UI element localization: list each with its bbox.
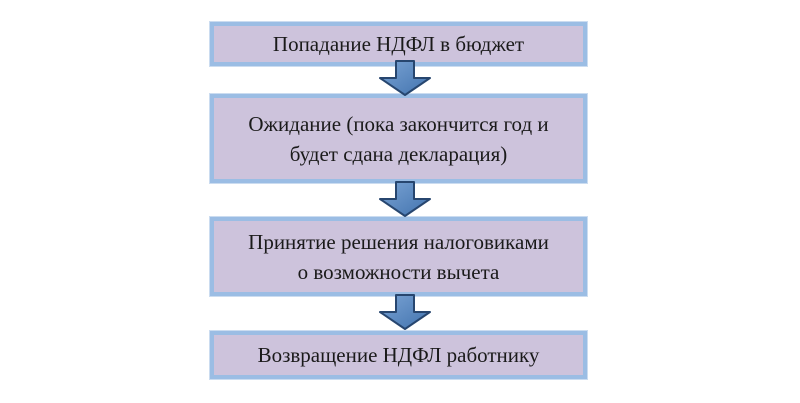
connector-3 (210, 294, 587, 331)
step-box-3: Принятие решения налоговиками о возможно… (210, 217, 587, 296)
step-box-2: Ожидание (пока закончится год и будет сд… (210, 94, 587, 183)
connector-2 (210, 181, 587, 217)
step-2-label-line-2: будет сдана декларация) (289, 141, 508, 166)
flowchart: Попадание НДФЛ в бюджет Ожидание (пока з… (210, 22, 587, 379)
step-4-label: Возвращение НДФЛ работнику (257, 343, 540, 367)
step-3-label-line-2: о возможности вычета (297, 259, 500, 284)
step-box-4: Возвращение НДФЛ работнику (210, 331, 587, 379)
down-arrow-icon (378, 181, 431, 217)
step-1-label: Попадание НДФЛ в бюджет (272, 32, 525, 56)
step-2-label-line-1: Ожидание (пока закончится год и (248, 111, 549, 136)
step-3-label-line-1: Принятие решения налоговиками (248, 229, 549, 254)
step-box-1: Попадание НДФЛ в бюджет (210, 22, 587, 66)
down-arrow-icon (378, 294, 431, 330)
connector-1 (210, 60, 587, 96)
down-arrow-icon (378, 60, 431, 96)
